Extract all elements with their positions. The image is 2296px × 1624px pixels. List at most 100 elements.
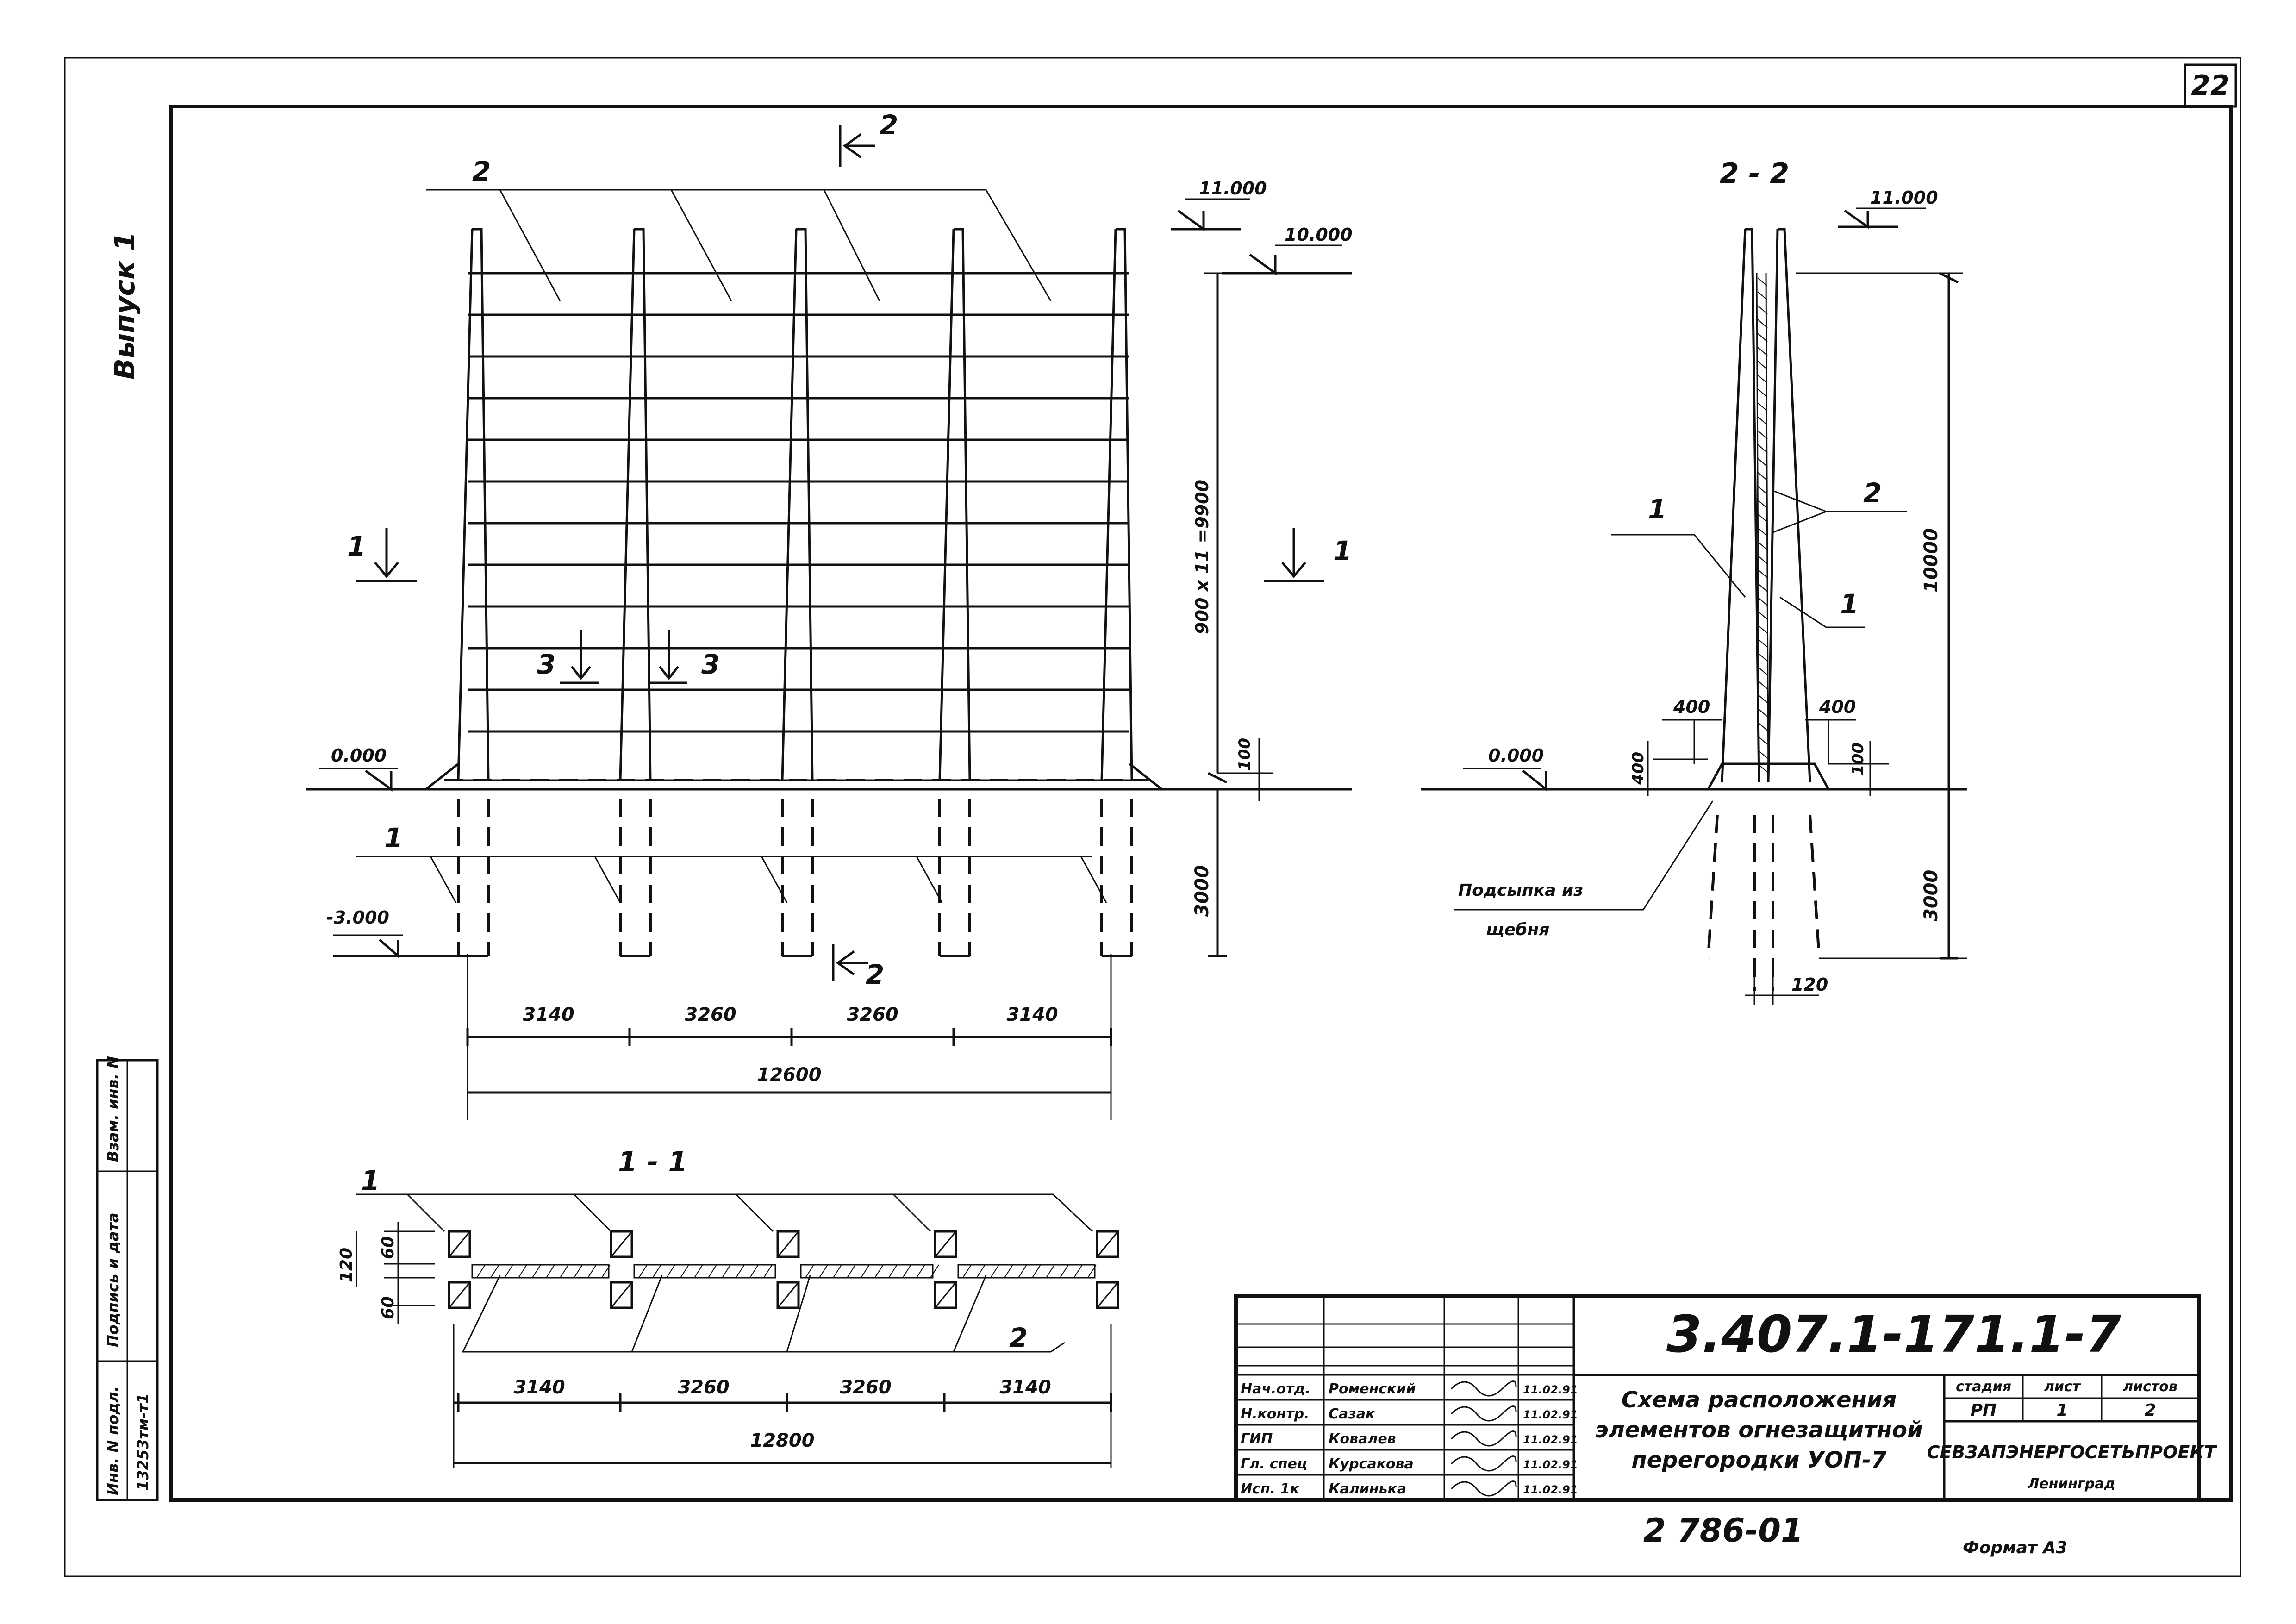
- issue-label: Выпуск 1: [109, 232, 141, 380]
- panel-hatch: [1757, 569, 1768, 578]
- panel-hatch: [1073, 1264, 1083, 1278]
- svg-text:1: 1: [1840, 588, 1859, 620]
- column-edge: [1100, 229, 1117, 781]
- panel-hatch: [1757, 652, 1768, 662]
- panel-hatch: [1757, 736, 1768, 745]
- panel-leader-3: [823, 189, 880, 301]
- column-leader-2: [594, 856, 621, 903]
- level-ground: 0.000: [319, 745, 398, 792]
- signer-name: Роменский: [1329, 1381, 1416, 1397]
- column-hatch: [610, 1282, 633, 1308]
- signature: [1450, 1380, 1517, 1397]
- left-stamp: Взам. инв. N Подпись и дата Инв. N подл.…: [96, 1056, 159, 1501]
- panel-hatch: [532, 1264, 541, 1278]
- svg-text:400: 400: [1819, 697, 1856, 717]
- panel-hatch: [1087, 1264, 1097, 1278]
- panel-hatch: [1060, 1264, 1069, 1278]
- column-hatch: [1096, 1231, 1119, 1257]
- svg-text:120: 120: [1791, 974, 1828, 995]
- svg-text:стадия: стадия: [1956, 1379, 2011, 1395]
- level-bottom: -3.000: [326, 907, 481, 959]
- panel-hatch: [902, 1264, 911, 1278]
- panel-hatch: [749, 1264, 759, 1278]
- column-hatch: [448, 1282, 471, 1308]
- panel-hatch: [1757, 666, 1768, 675]
- svg-text:10000: 10000: [1921, 528, 1942, 593]
- panel-hatch: [1757, 694, 1768, 703]
- panel-hatch: [574, 1264, 583, 1278]
- signer-role: Нач.отд.: [1241, 1381, 1310, 1397]
- svg-text:лист: лист: [2044, 1379, 2081, 1395]
- panel-hatch: [1757, 763, 1768, 773]
- column-section: [610, 1230, 633, 1258]
- panel-hatch: [638, 1264, 648, 1278]
- column-edge: [938, 229, 955, 781]
- panel-hatch: [763, 1264, 773, 1278]
- format-label: Формат А3: [1963, 1538, 2067, 1557]
- column-section: [1096, 1281, 1119, 1309]
- panel-hatch: [805, 1264, 814, 1278]
- signer-role: ГИП: [1241, 1431, 1273, 1447]
- panel-hatch: [1757, 375, 1768, 384]
- panel-hatch: [722, 1264, 731, 1278]
- level-panel-top: 10.000: [1222, 225, 1353, 275]
- svg-text:0.000: 0.000: [1488, 745, 1544, 766]
- svg-text:РП: РП: [1971, 1401, 1997, 1420]
- column: [472, 228, 490, 781]
- span-label: 3140: [999, 1377, 1051, 1398]
- svg-text:элементов огнезащитной: элементов огнезащитной: [1595, 1417, 1922, 1443]
- column-section: [448, 1230, 471, 1258]
- column: [634, 228, 652, 781]
- column-edge: [781, 229, 798, 781]
- panel-hatch: [601, 1264, 611, 1278]
- panel-hatch: [1757, 722, 1768, 731]
- svg-text:11.000: 11.000: [1870, 187, 1938, 208]
- panel-hatch: [518, 1264, 527, 1278]
- signer-name: Сазак: [1329, 1406, 1375, 1422]
- svg-text:3: 3: [537, 649, 555, 680]
- signer-role: Гл. спец: [1241, 1456, 1307, 1472]
- signer-date: 11.02.91: [1523, 1383, 1578, 1396]
- panel-hatch: [587, 1264, 597, 1278]
- panel-leader: [426, 189, 1052, 301]
- panel-hatch: [833, 1264, 842, 1278]
- panel-hatch: [1757, 333, 1768, 342]
- svg-text:2: 2: [1863, 477, 1882, 509]
- svg-text:1: 1: [347, 531, 366, 562]
- panel-callout: 2: [472, 156, 491, 187]
- section-mark-2-bottom: 2: [832, 944, 884, 990]
- panel-leader-1: [499, 189, 561, 301]
- svg-text:Инв. N подл.: Инв. N подл.: [104, 1386, 122, 1495]
- svg-text:3000: 3000: [1192, 865, 1213, 917]
- sheet-number-box: [2184, 63, 2237, 108]
- svg-text:60: 60: [379, 1296, 398, 1319]
- signer-date: 11.02.91: [1523, 1458, 1578, 1471]
- panel-hatch: [1757, 416, 1768, 425]
- column-edge: [619, 229, 636, 781]
- svg-text:3: 3: [701, 649, 720, 680]
- column-section: [934, 1281, 957, 1309]
- panel-hatch: [930, 1264, 939, 1278]
- panel-section: [800, 1264, 934, 1279]
- svg-text:щебня: щебня: [1486, 920, 1549, 939]
- panel-hatch: [490, 1264, 499, 1278]
- panel-hatch: [1757, 527, 1768, 537]
- svg-text:Взам. инв. N: Взам. инв. N: [104, 1056, 122, 1162]
- panel-hatch: [666, 1264, 675, 1278]
- svg-text:2: 2: [2144, 1401, 2156, 1420]
- signature: [1450, 1405, 1517, 1422]
- panel-section: [957, 1264, 1096, 1279]
- svg-text:400: 400: [1629, 752, 1647, 785]
- panel-hatch: [694, 1264, 703, 1278]
- svg-text:1: 1: [1333, 535, 1352, 567]
- panel-hatch: [1757, 430, 1768, 439]
- svg-text:3000: 3000: [1921, 870, 1942, 921]
- signer-name: Ковалев: [1329, 1431, 1396, 1447]
- signer-name: Курсакова: [1329, 1456, 1414, 1472]
- column-leader-3: [761, 856, 788, 903]
- svg-text:100: 100: [1849, 743, 1867, 775]
- panel-hatch: [504, 1264, 513, 1278]
- column-hatch: [934, 1282, 957, 1308]
- section-mark-3-left: 3: [537, 630, 599, 684]
